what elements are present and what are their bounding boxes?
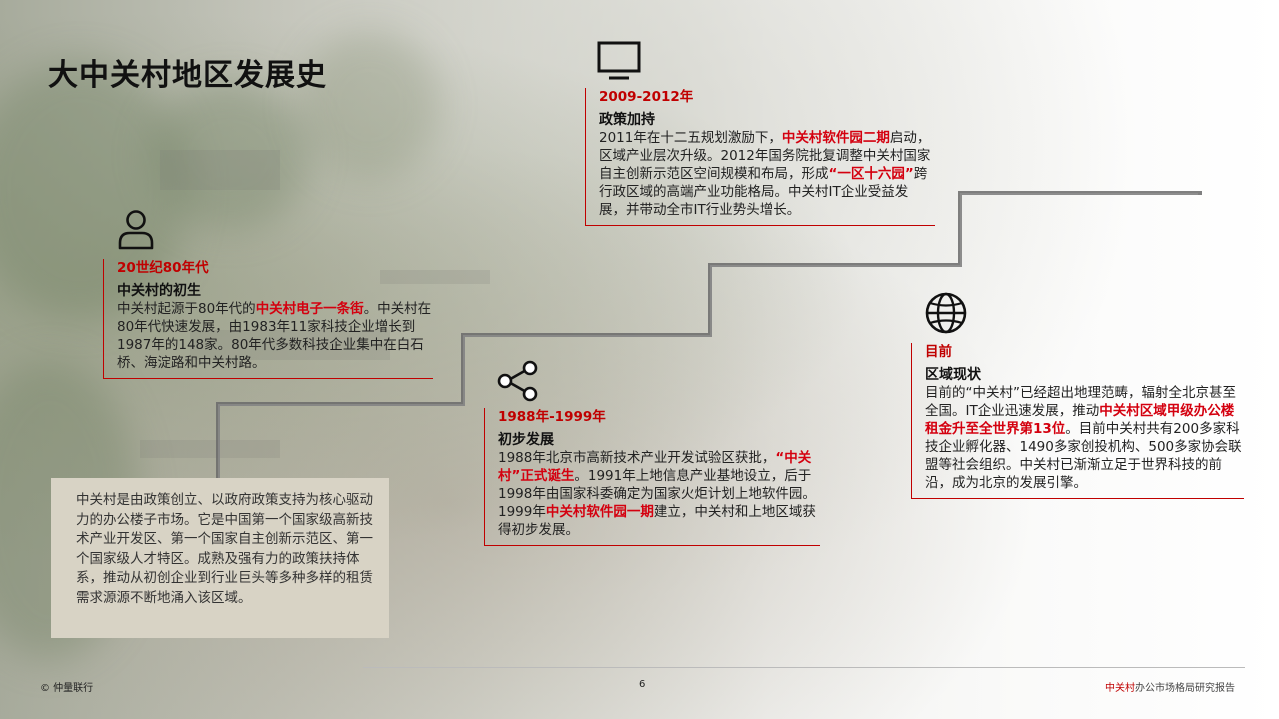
section-date: 2009-2012年 bbox=[599, 89, 694, 105]
body-text: 1988年北京市高新技术产业开发试验区获批， bbox=[498, 450, 776, 466]
body-text: 2011年在十二五规划激励下， bbox=[599, 130, 782, 146]
section-heading: 初步发展 bbox=[498, 432, 554, 448]
body-text: 跨行政区域的高端产业功能格局。中关村IT企业受益发展，并带动全市IT行业势头增长… bbox=[599, 166, 928, 218]
copyright-text: © 仲量联行 bbox=[40, 683, 94, 694]
report-title-brand: 中关村 bbox=[1105, 683, 1135, 694]
summary-box: 中关村是由政策创立、以政府政策支持为核心驱动力的办公楼子市场。它是中国第一个国家… bbox=[51, 478, 389, 638]
body-text: 。中关村在80年代快速发展，由1983年11家科技企业增长到1987年的148家… bbox=[117, 301, 432, 371]
section-body: 2011年在十二五规划激励下，中关村软件园二期启动，区域产业层次升级。2012年… bbox=[599, 129, 935, 219]
body-highlight: 中关村软件园二期 bbox=[781, 130, 890, 146]
section-body: 1988年北京市高新技术产业开发试验区获批，“中关村”正式诞生。1991年上地信… bbox=[498, 449, 820, 539]
body-highlight: 中关村区域甲级办公楼租金升至全世界第13位 bbox=[925, 403, 1235, 437]
body-highlight: “一区十六园” bbox=[828, 166, 914, 182]
section-heading: 政策加持 bbox=[599, 112, 655, 128]
body-text: 建立，中关村和上地区域获得初步发展。 bbox=[498, 504, 816, 538]
body-text: 目前的“中关村”已经超出地理范畴，辐射全北京甚至全国。IT企业迅速发展，推动 bbox=[925, 385, 1236, 419]
body-text: 启动，区域产业层次升级。2012年国务院批复调整中关村国家自主创新示范区空间规模… bbox=[599, 130, 931, 182]
share-icon bbox=[497, 360, 538, 402]
section-body: 中关村起源于80年代的中关村电子一条街。中关村在80年代快速发展，由1983年1… bbox=[117, 300, 433, 372]
body-highlight: 中关村电子一条街 bbox=[255, 301, 364, 317]
body-highlight: “中关村”正式诞生 bbox=[498, 450, 812, 484]
page-title: 大中关村地区发展史 bbox=[48, 58, 327, 93]
globe-icon bbox=[925, 292, 967, 334]
footer-divider bbox=[363, 667, 1245, 668]
timeline-section-current: 目前 区域现状 目前的“中关村”已经超出地理范畴，辐射全北京甚至全国。IT企业迅… bbox=[911, 343, 1244, 499]
page-number: 6 bbox=[639, 679, 646, 690]
section-date: 20世纪80年代 bbox=[117, 260, 209, 276]
monitor-icon bbox=[597, 41, 641, 80]
report-title: 中关村办公市场格局研究报告 bbox=[1105, 679, 1235, 694]
body-text: 。1991年上地信息产业基地设立，后于1998年由国家科委确定为国家火炬计划上地… bbox=[498, 468, 816, 520]
body-text: 中关村起源于80年代的 bbox=[117, 301, 256, 317]
summary-text: 中关村是由政策创立、以政府政策支持为核心驱动力的办公楼子市场。它是中国第一个国家… bbox=[76, 492, 373, 606]
report-title-rest: 办公市场格局研究报告 bbox=[1135, 683, 1235, 694]
section-date: 1988年-1999年 bbox=[498, 409, 606, 425]
section-heading: 中关村的初生 bbox=[117, 283, 201, 299]
section-date: 目前 bbox=[925, 344, 952, 360]
section-body: 目前的“中关村”已经超出地理范畴，辐射全北京甚至全国。IT企业迅速发展，推动中关… bbox=[925, 384, 1244, 492]
body-text: 。目前中关村共有200多家科技企业孵化器、1490多家创投机构、500多家协会联… bbox=[925, 421, 1242, 491]
person-icon bbox=[118, 210, 154, 250]
timeline-section-1988-1999: 1988年-1999年 初步发展 1988年北京市高新技术产业开发试验区获批，“… bbox=[484, 408, 820, 546]
timeline-section-1980s: 20世纪80年代 中关村的初生 中关村起源于80年代的中关村电子一条街。中关村在… bbox=[103, 259, 433, 379]
section-heading: 区域现状 bbox=[925, 367, 981, 383]
body-highlight: 中关村软件园一期 bbox=[545, 504, 654, 520]
timeline-section-2009-2012: 2009-2012年 政策加持 2011年在十二五规划激励下，中关村软件园二期启… bbox=[585, 88, 935, 226]
